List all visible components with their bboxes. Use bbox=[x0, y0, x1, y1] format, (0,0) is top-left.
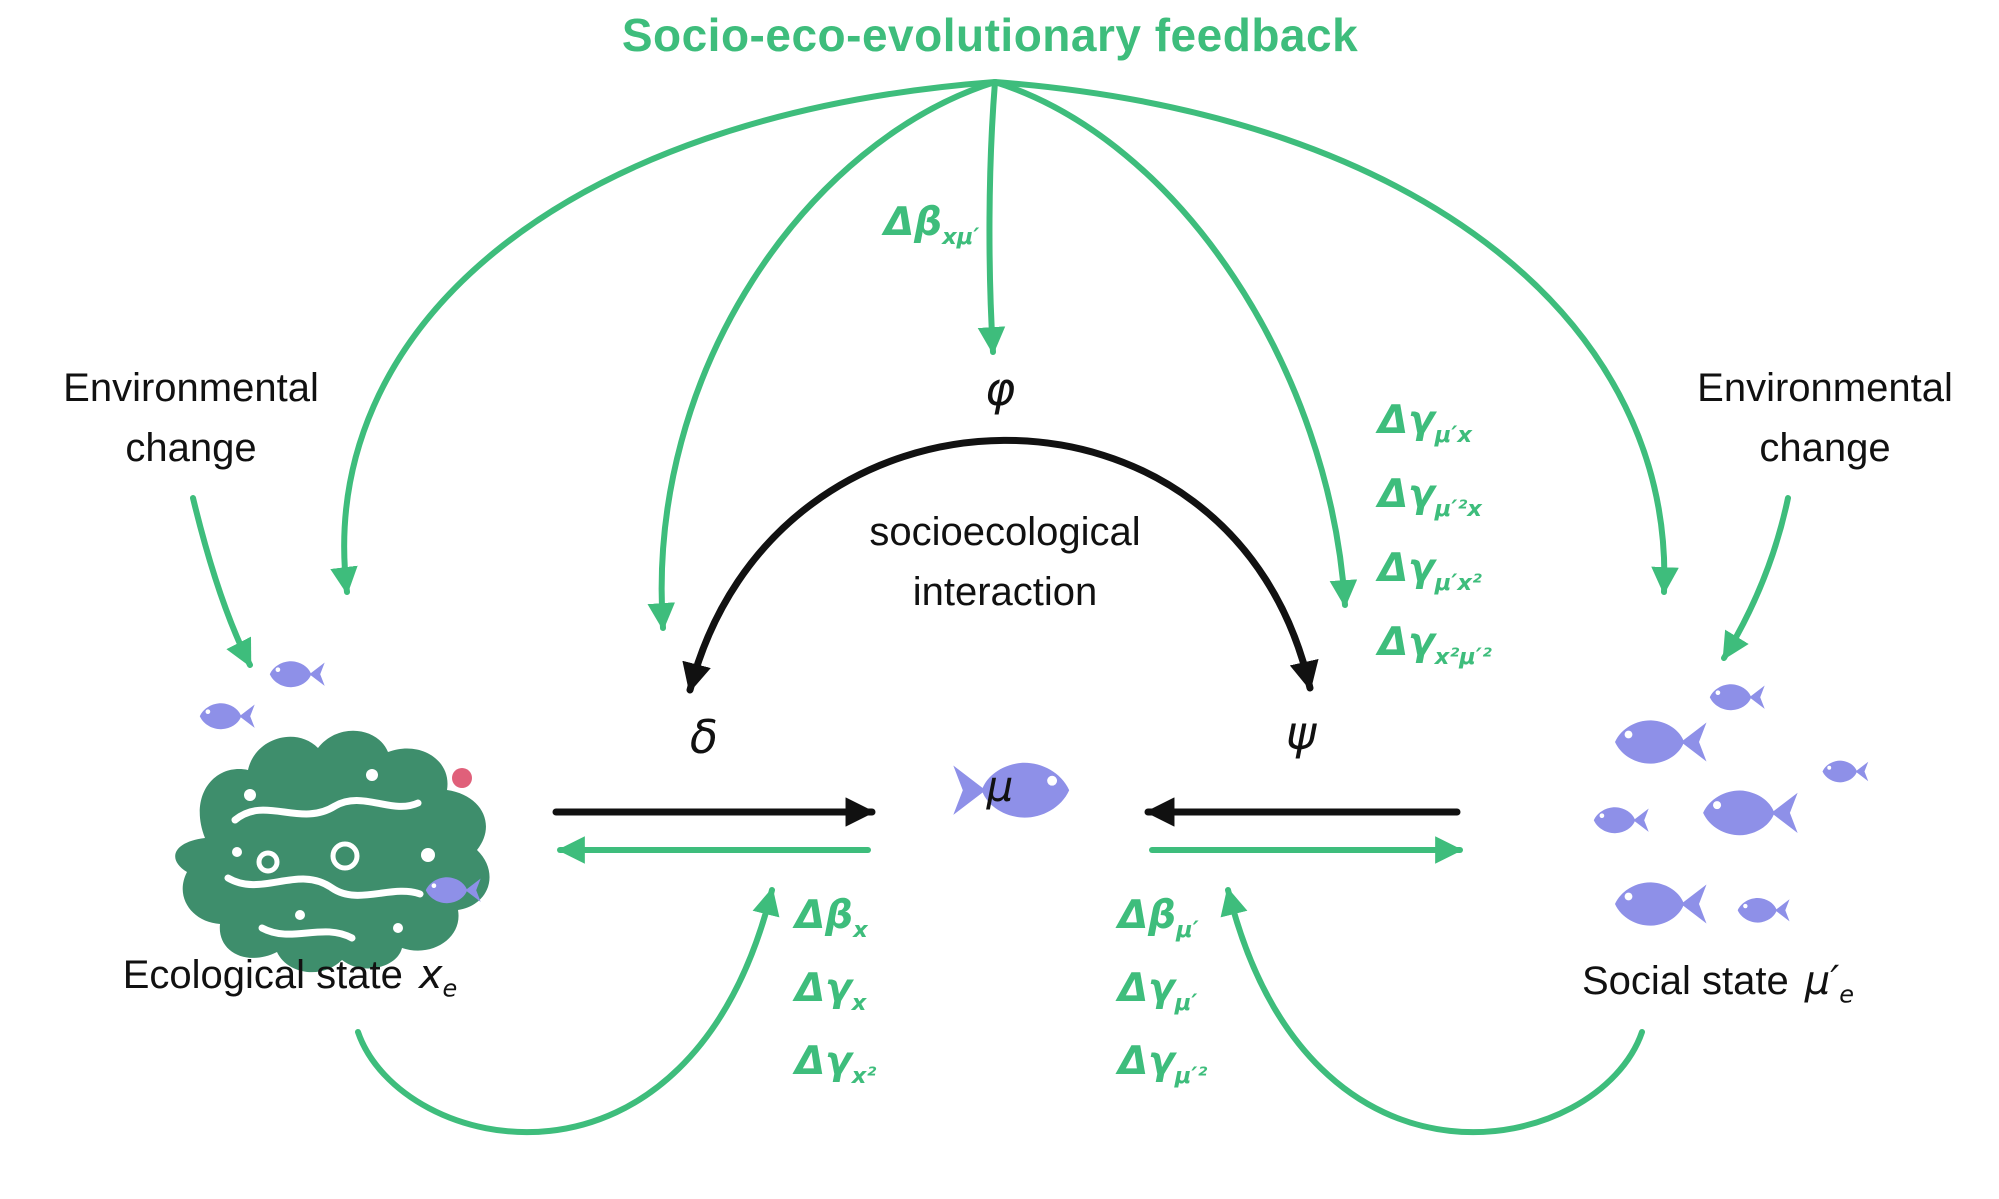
ecological-feedback-curve bbox=[355, 887, 780, 1136]
ecological-state-sub: e bbox=[442, 974, 458, 1003]
fish-icon bbox=[1615, 720, 1707, 764]
socioecological-interaction-arc bbox=[682, 436, 1319, 694]
term-gamma-mux2: Δγμ′x² bbox=[1378, 546, 1482, 596]
term-sub: xμ′ bbox=[942, 224, 980, 251]
term-base: Δγ bbox=[795, 966, 852, 1011]
fish-icon bbox=[1737, 898, 1790, 923]
term-sub: μ′²x bbox=[1434, 496, 1482, 523]
term-base: Δβ bbox=[884, 200, 943, 245]
diagram-title: Socio-eco-evolutionary feedback bbox=[621, 9, 1359, 61]
env-change-right-line1: Environmental bbox=[1697, 366, 1953, 410]
social-state-sub: e bbox=[1839, 980, 1855, 1009]
term-sub: μ′x² bbox=[1434, 570, 1482, 597]
fish-school bbox=[1593, 684, 1869, 926]
social-state-label: Social state μ′e bbox=[1582, 958, 1854, 1008]
term-sub: μ′² bbox=[1174, 1063, 1208, 1090]
phi-symbol: φ bbox=[984, 362, 1016, 416]
term-base: Δβ bbox=[795, 893, 854, 938]
feedback-arrow-center bbox=[977, 79, 1006, 355]
term-beta-x-mu: Δβxμ′ bbox=[884, 200, 979, 250]
coral-accent bbox=[452, 768, 472, 788]
fish-icon bbox=[1615, 882, 1707, 926]
term-base: Δγ bbox=[795, 1039, 852, 1084]
fish-icon bbox=[1822, 760, 1869, 783]
term-beta-x: Δβx bbox=[795, 893, 868, 943]
env-change-left-line1: Environmental bbox=[63, 366, 319, 410]
term-sub: x bbox=[853, 917, 868, 944]
term-sub: μ′x bbox=[1434, 422, 1472, 449]
mu-symbol: μ bbox=[986, 762, 1014, 811]
feedback-arc-left-mid bbox=[647, 79, 998, 631]
feedback-arc-far-right bbox=[992, 79, 1679, 595]
psi-symbol: ψ bbox=[1285, 706, 1317, 760]
feedback-arc-far-left bbox=[330, 79, 998, 595]
term-base: Δγ bbox=[1378, 398, 1435, 443]
env-change-left: Environmental change bbox=[63, 358, 319, 478]
term-base: Δγ bbox=[1118, 966, 1175, 1011]
term-beta-mu: Δβμ′ bbox=[1118, 893, 1199, 943]
social-state-var: μ′ bbox=[1804, 958, 1840, 1004]
fish-icon bbox=[269, 661, 325, 688]
interaction-label: socioecological interaction bbox=[869, 502, 1140, 622]
env-change-right: Environmental change bbox=[1697, 358, 1953, 478]
env-change-right-line2: change bbox=[1759, 426, 1891, 470]
delta-symbol: δ bbox=[689, 710, 719, 764]
term-sub: x bbox=[851, 990, 867, 1017]
social-feedback-curve bbox=[1220, 887, 1645, 1136]
term-gamma-mu2: Δγμ′² bbox=[1118, 1039, 1207, 1089]
term-base: Δγ bbox=[1378, 472, 1435, 517]
term-base: Δγ bbox=[1378, 546, 1435, 591]
fish-icon bbox=[1703, 790, 1798, 836]
term-base: Δγ bbox=[1378, 620, 1435, 665]
fish-icon bbox=[1709, 684, 1765, 711]
ecological-state-text: Ecological state bbox=[122, 953, 403, 997]
term-gamma-mux: Δγμ′x bbox=[1378, 398, 1472, 448]
term-base: Δβ bbox=[1118, 893, 1177, 938]
coral-icon bbox=[175, 730, 490, 973]
feedback-arc-right-mid bbox=[992, 79, 1358, 608]
term-sub: x²μ′² bbox=[1434, 644, 1492, 671]
env-change-left-line2: change bbox=[125, 426, 257, 470]
fish-icon bbox=[199, 703, 255, 730]
env-change-arrow-right bbox=[1721, 495, 1791, 661]
ecological-state-label: Ecological state xe bbox=[123, 952, 458, 1002]
social-state-text: Social state bbox=[1581, 959, 1789, 1003]
fish-icon bbox=[1593, 807, 1649, 834]
term-gamma-x2: Δγx² bbox=[795, 1039, 876, 1089]
ecological-state-var: x bbox=[418, 952, 443, 998]
interaction-line1: socioecological bbox=[869, 510, 1141, 554]
term-sub: μ′ bbox=[1176, 917, 1199, 944]
term-gamma-x2mu2: Δγx²μ′² bbox=[1378, 620, 1492, 670]
term-sub: μ′ bbox=[1174, 990, 1198, 1017]
term-sub: x² bbox=[851, 1063, 877, 1090]
term-gamma-mu2x: Δγμ′²x bbox=[1378, 472, 1482, 522]
interaction-line2: interaction bbox=[912, 570, 1098, 614]
env-change-arrow-left bbox=[190, 495, 253, 668]
term-gamma-x: Δγx bbox=[795, 966, 866, 1016]
term-gamma-mu: Δγμ′ bbox=[1118, 966, 1197, 1016]
term-base: Δγ bbox=[1118, 1039, 1175, 1084]
